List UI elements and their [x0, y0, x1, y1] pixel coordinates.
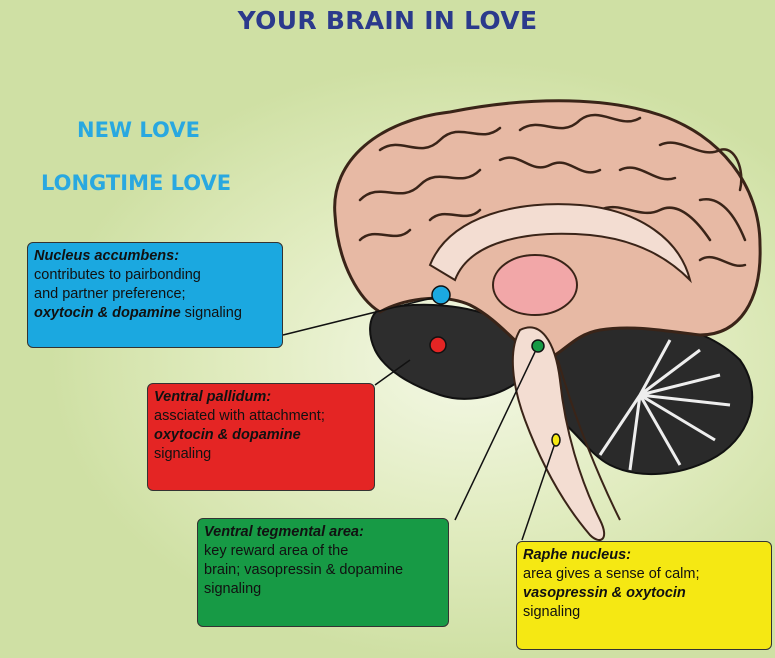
raphe-nucleus-title: Raphe nucleus: — [523, 546, 765, 565]
raphe-nucleus-line1: area gives a sense of calm; — [523, 565, 765, 584]
nucleus-accumbens-line1: contributes to pairbonding — [34, 266, 276, 285]
ventral-pallidum-box: Ventral pallidum: assciated with attachm… — [147, 383, 375, 491]
nucleus-accumbens-line2: and partner preference; — [34, 285, 276, 304]
legend-new-love: NEW LOVE — [77, 118, 200, 142]
ventral-tegmental-line2: brain; vasopressin & dopamine — [204, 561, 442, 580]
raphe-nucleus-signal: vasopressin & oxytocin — [523, 584, 765, 603]
ventral-tegmental-line3: signaling — [204, 580, 442, 599]
ventral-pallidum-line1: assciated with attachment; — [154, 407, 368, 426]
thalamus — [493, 255, 577, 315]
ventral-tegmental-box: Ventral tegmental area: key reward area … — [197, 518, 449, 627]
nucleus-accumbens-title: Nucleus accumbens: — [34, 247, 276, 266]
nucleus-accumbens-dot — [432, 286, 450, 304]
legend-longtime-love: LONGTIME LOVE — [41, 171, 231, 195]
ventral-tegmental-dot — [532, 340, 544, 352]
page-title: YOUR BRAIN IN LOVE — [0, 6, 775, 35]
ventral-pallidum-signal: oxytocin & dopamine — [154, 426, 368, 445]
raphe-nucleus-box: Raphe nucleus: area gives a sense of cal… — [516, 541, 772, 650]
ventral-tegmental-line1: key reward area of the — [204, 542, 442, 561]
nucleus-accumbens-line3: oxytocin & dopamine signaling — [34, 304, 276, 323]
raphe-nucleus-line3: signaling — [523, 603, 765, 622]
leader-raphe-nucleus — [522, 446, 554, 540]
nucleus-accumbens-box: Nucleus accumbens: contributes to pairbo… — [27, 242, 283, 348]
nucleus-accumbens-signal-rest: signaling — [181, 305, 242, 321]
raphe-nucleus-dot — [552, 434, 560, 446]
ventral-pallidum-dot — [430, 337, 446, 353]
ventral-pallidum-title: Ventral pallidum: — [154, 388, 368, 407]
ventral-tegmental-title: Ventral tegmental area: — [204, 523, 442, 542]
nucleus-accumbens-signal: oxytocin & dopamine — [34, 305, 181, 321]
ventral-pallidum-line3: signaling — [154, 445, 368, 464]
